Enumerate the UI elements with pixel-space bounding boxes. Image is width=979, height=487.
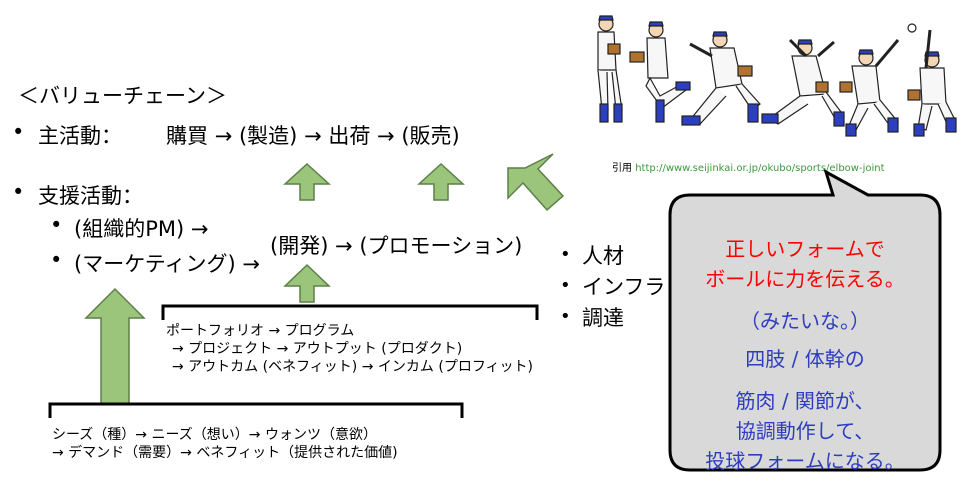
support-activities-label: 支援活動： (38, 184, 143, 208)
bullet-resource-1: • (560, 244, 571, 265)
bubble-blue-line: 筋肉 / 関節が、 (735, 389, 875, 413)
resource-people: 人材 (582, 244, 624, 268)
bubble-text: 正しいフォームで ボールに力を伝える。 （みたいな。） 四肢 / 体幹の 筋肉 … (672, 234, 938, 476)
bullet-resource-2: • (560, 275, 571, 296)
pitcher-figure-4 (761, 38, 845, 127)
portfolio-line: → プロジェクト → アウトプット (プロダクト) (172, 341, 463, 357)
chain-arrow: → (214, 124, 233, 148)
item-sales: (販売) (401, 124, 460, 148)
resource-procurement: 調達 (582, 306, 624, 330)
pitcher-illustration (597, 15, 957, 137)
speech-bubble (668, 168, 942, 472)
seeds-line: → デマンド（需要）→ ベネフィット（提供された価値) (52, 445, 398, 461)
portfolio-bracket (161, 304, 539, 320)
citation-prefix: 引用 (612, 163, 632, 174)
development-promotion: (開発) → (プロモーション) (270, 234, 523, 258)
portfolio-text: ポートフォリオ → プログラム → プロジェクト → アウトプット (プロダクト… (166, 322, 533, 376)
pitcher-figure-3 (681, 31, 761, 126)
seeds-text: シーズ（種）→ ニーズ（想い）→ ウォンツ（意欲） → デマンド（需要）→ ベネ… (52, 426, 398, 462)
up-arrow-to-support (84, 287, 146, 405)
resource-infrastructure: インフラ (582, 275, 666, 299)
bubble-red-line: 正しいフォームで (725, 237, 885, 261)
bubble-blue-line: 協調動作して、 (735, 419, 875, 443)
citation: 引用 http://www.seijinkai.or.jp/okubo/spor… (612, 159, 885, 174)
diagonal-arrow-to-sales (507, 153, 565, 212)
portfolio-line: ポートフォリオ → プログラム (166, 323, 355, 339)
portfolio-line: → アウトカム (ベネフィット) → インカム (プロフィット) (172, 359, 533, 375)
citation-url[interactable]: http://www.seijinkai.or.jp/okubo/sports/… (635, 163, 885, 174)
chain-arrow: → (304, 124, 322, 148)
up-arrow-to-shipping (417, 162, 465, 201)
primary-activities-label: 主活動： (38, 124, 122, 148)
bullet-resource-3: • (560, 306, 571, 327)
bullet-primary: • (12, 120, 25, 144)
bullet-support: • (12, 180, 25, 204)
pitcher-figure-5 (839, 39, 900, 137)
item-purchasing: 購買 (166, 124, 208, 148)
chain-arrow: → (377, 124, 395, 148)
primary-activities-chain: 購買 → (製造) → 出荷 → (販売) (166, 120, 460, 150)
bubble-blue-line: 投球フォームになる。 (705, 449, 905, 473)
bullet-support-sub-2: • (50, 248, 63, 272)
pitcher-figure-2 (629, 21, 691, 123)
bubble-blue-line: （みたいな。） (740, 309, 870, 333)
up-arrow-to-development (283, 263, 331, 303)
value-chain-heading: ＜バリューチェーン＞ (18, 84, 227, 108)
seeds-bracket (48, 402, 464, 418)
bullet-support-sub-1: • (50, 213, 63, 237)
support-item-marketing: (マーケティング) → (74, 252, 260, 276)
pitcher-figure-1 (597, 15, 623, 123)
bubble-red-line: ボールに力を伝える。 (705, 267, 905, 291)
support-item-pm: (組織的PM) → (74, 217, 209, 241)
pitcher-figure-6 (907, 23, 957, 137)
up-arrow-to-manufacturing (283, 162, 331, 201)
item-manufacturing: (製造) (238, 124, 298, 148)
seeds-line: シーズ（種）→ ニーズ（想い）→ ウォンツ（意欲） (52, 427, 377, 443)
item-shipping: 出荷 (328, 124, 371, 148)
bubble-blue-line: 四肢 / 体幹の (745, 347, 865, 371)
